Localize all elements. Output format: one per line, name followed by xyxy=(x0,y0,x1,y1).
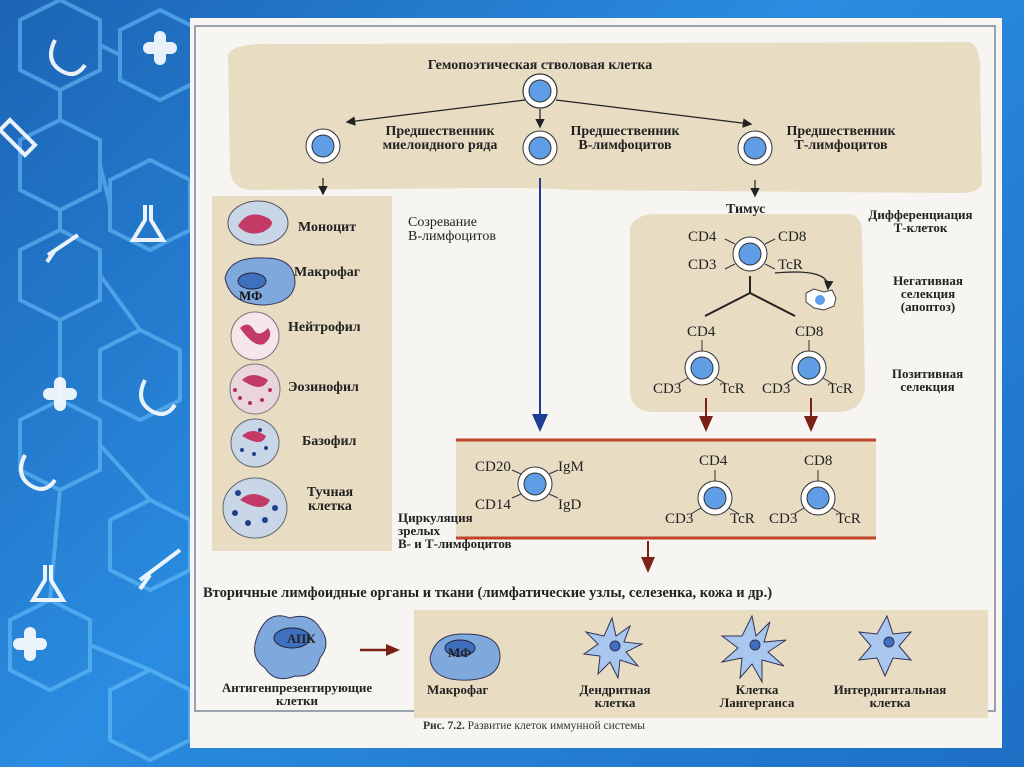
stethoscope-icon xyxy=(139,379,177,416)
b-lymphocyte-cell xyxy=(511,466,559,502)
eosinophil-cell xyxy=(229,363,281,415)
figure-caption: Рис. 7.2. Развитие клеток иммунной систе… xyxy=(423,720,645,732)
b-precursor-cell xyxy=(522,130,558,166)
apc-types-panel xyxy=(414,610,988,718)
macrophage-apc-label: Макрофаг xyxy=(427,682,489,697)
macrophage-abbr: МФ xyxy=(239,288,263,303)
stem-cell-label: Гемопоэтическая стволовая клетка xyxy=(427,58,653,73)
eosinophil-label: Эозинофил xyxy=(288,380,359,395)
interdigital-cell xyxy=(857,614,913,678)
precursor-band xyxy=(228,42,982,193)
thymus-cd8: CD8 xyxy=(778,229,807,245)
cd4-t-cell xyxy=(690,470,740,516)
stethoscope-icon xyxy=(49,39,87,76)
myeloid-precursor-cell xyxy=(305,128,341,164)
dendritic-cell xyxy=(582,616,644,680)
plus-icon xyxy=(13,627,47,661)
figure-slide: Гемопоэтическая стволовая клетка Предшес… xyxy=(190,18,1002,748)
cd8-thymocyte-cell xyxy=(784,340,834,386)
immune-cell-diagram xyxy=(194,25,996,718)
macrophage-label: Макрофаг xyxy=(294,265,361,280)
thymus-precursor-cell xyxy=(724,236,776,272)
syringe-icon xyxy=(138,548,182,591)
cd4-branch-tcr: TcR xyxy=(720,381,745,397)
plus-icon xyxy=(43,377,77,411)
circ-cd14: CD14 xyxy=(475,497,511,513)
cd8-t-cell xyxy=(793,470,843,516)
circ-igm: IgM xyxy=(558,459,584,475)
syringe-icon xyxy=(45,233,80,264)
circ-cd20: CD20 xyxy=(475,459,511,475)
thymus-tcr: TcR xyxy=(778,257,803,273)
flask-icon xyxy=(29,565,67,602)
apc-abbr: АПК xyxy=(287,631,316,646)
test-tube-icon xyxy=(0,117,38,158)
monocyte-label: Моноцит xyxy=(298,220,357,235)
thymus-title: Тимус xyxy=(726,202,766,217)
circ-cd4-cd3: CD3 xyxy=(665,511,694,527)
circ-cd8-cd3: CD3 xyxy=(769,511,798,527)
t-precursor-cell xyxy=(737,130,773,166)
circ-cd4: CD4 xyxy=(699,453,728,469)
secondary-organs-title: Вторичные лимфоидные органы и ткани (лим… xyxy=(203,585,773,601)
langerhans-cell xyxy=(720,614,787,684)
monocyte-cell xyxy=(227,200,289,246)
circ-cd4-tcr: TcR xyxy=(730,511,755,527)
flask-icon xyxy=(129,205,167,242)
apoptotic-cell xyxy=(805,288,837,311)
selected-cd8: CD8 xyxy=(795,324,824,340)
circ-cd8: CD8 xyxy=(804,453,833,469)
cd8-branch-cd3: CD3 xyxy=(762,381,791,397)
basophil-cell xyxy=(230,418,280,468)
apc-cell xyxy=(254,615,327,680)
circ-igd: IgD xyxy=(558,497,582,513)
stem-cell xyxy=(522,73,558,109)
circ-cd8-tcr: TcR xyxy=(836,511,861,527)
neutrophil-cell xyxy=(230,311,280,361)
thymus-cd3: CD3 xyxy=(688,257,717,273)
plus-icon xyxy=(143,31,177,65)
thymus-cd4: CD4 xyxy=(688,229,717,245)
cd8-branch-tcr: TcR xyxy=(828,381,853,397)
selected-cd4: CD4 xyxy=(687,324,716,340)
neutrophil-label: Нейтрофил xyxy=(288,320,361,335)
mf-abbr: МФ xyxy=(448,645,472,660)
cd4-branch-cd3: CD3 xyxy=(653,381,682,397)
basophil-label: Базофил xyxy=(302,434,357,449)
stethoscope-icon xyxy=(19,454,57,491)
mast-cell xyxy=(222,477,288,539)
cd4-thymocyte-cell xyxy=(677,340,727,386)
macrophage-cell xyxy=(224,257,296,306)
macrophage-apc-cell xyxy=(429,633,501,681)
